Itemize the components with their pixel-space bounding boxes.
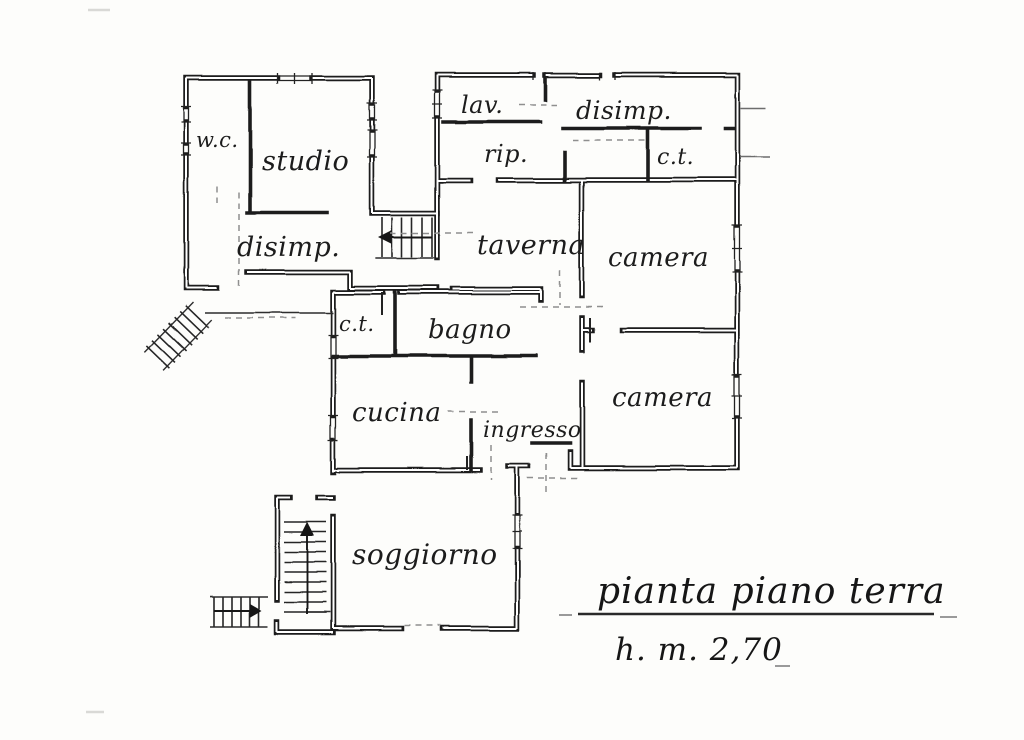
room-label-ct-top: c.t. bbox=[657, 145, 694, 170]
room-label-camera-1: camera bbox=[608, 243, 709, 273]
room-label-ripostiglio: rip. bbox=[484, 140, 528, 168]
windows bbox=[181, 72, 742, 549]
room-labels: w.c. studio disimp. lav. disimp. rip. c.… bbox=[196, 91, 713, 571]
room-label-cucina: cucina bbox=[352, 398, 441, 428]
room-label-disimpegno-top: disimp. bbox=[576, 96, 672, 125]
scan-artifacts bbox=[86, 8, 110, 714]
room-label-soggiorno: soggiorno bbox=[352, 538, 498, 571]
plan-title: pianta piano terra bbox=[597, 571, 946, 612]
internal-staircase-taverna bbox=[375, 217, 435, 259]
exterior-steps-bottom-left bbox=[210, 596, 268, 628]
room-label-ct-small: c.t. bbox=[339, 312, 375, 336]
room-label-bagno: bagno bbox=[428, 315, 512, 345]
title-block: pianta piano terra h. m. 2,70 bbox=[559, 571, 957, 668]
interior-partitions bbox=[245, 76, 735, 472]
room-label-taverna: taverna bbox=[477, 230, 585, 261]
room-label-ingresso: ingresso bbox=[483, 418, 582, 443]
exterior-steps-diagonal bbox=[143, 301, 213, 371]
dashed-lines bbox=[216, 104, 645, 626]
door-leaves bbox=[381, 292, 591, 470]
plan-height-note: h. m. 2,70 bbox=[615, 632, 783, 668]
room-label-camera-2: camera bbox=[612, 383, 713, 413]
room-label-disimpegno-left: disimp. bbox=[237, 232, 340, 263]
room-label-studio: studio bbox=[262, 146, 349, 177]
flue-marks bbox=[740, 107, 770, 158]
plan-linework bbox=[143, 72, 770, 635]
room-label-lavanderia: lav. bbox=[461, 91, 503, 119]
soggiorno-staircase bbox=[284, 521, 330, 614]
room-label-wc: w.c. bbox=[196, 128, 239, 152]
